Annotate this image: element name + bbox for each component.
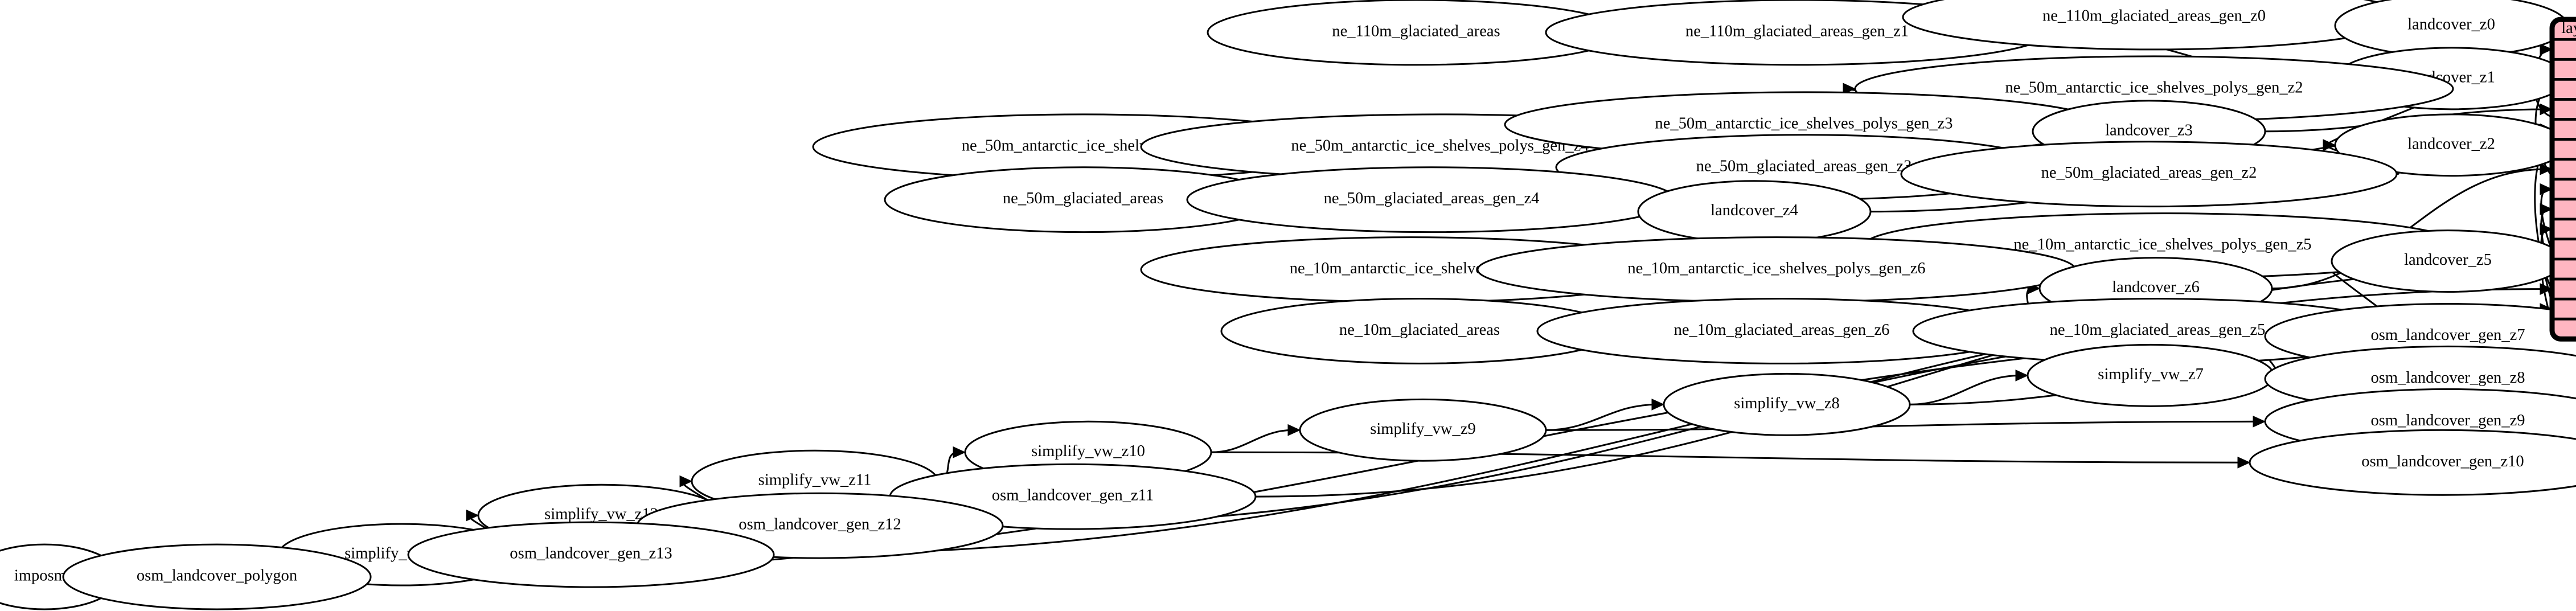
node-label: osm_landcover_gen_z12 — [739, 516, 901, 534]
node-label: ne_10m_glaciated_areas_gen_z5 — [2050, 321, 2266, 339]
graph-node-ne_110m_glaciated_areas[interactable]: ne_110m_glaciated_areas — [1208, 0, 1625, 65]
graph-node-ne_50m_glaciated_areas[interactable]: ne_50m_glaciated_areas — [885, 167, 1281, 232]
node-label: osm_landcover_gen_z8 — [2370, 369, 2525, 387]
edge-arrowhead — [2540, 164, 2552, 175]
node-label: osm_landcover_gen_z13 — [510, 545, 672, 563]
node-label: osm_landcover_gen_z11 — [992, 487, 1154, 505]
edge-simplify_vw_z8-to-simplify_vw_z7 — [1910, 375, 2021, 404]
graph-node-simplify_vw_z9[interactable]: simplify_vw_z9 — [1300, 399, 1546, 461]
graph-node-simplify_vw_z7[interactable]: simplify_vw_z7 — [2028, 345, 2274, 406]
edge-arrowhead — [2238, 457, 2250, 468]
node-label: ne_50m_glaciated_areas — [1003, 190, 1163, 207]
graph-node-osm_landcover_gen_z13[interactable]: osm_landcover_gen_z13 — [408, 522, 774, 587]
node-label: ne_110m_glaciated_areas_gen_z1 — [1685, 23, 1909, 40]
node-label: landcover_z0 — [2407, 16, 2495, 34]
node-label: ne_50m_glaciated_areas_gen_z2 — [2041, 164, 2257, 182]
node-label: simplify_vw_z10 — [1031, 442, 1145, 460]
node-shape — [1901, 142, 2397, 207]
edge-arrowhead — [2016, 370, 2028, 381]
edge-simplify_vw_z10-to-simplify_vw_z9 — [1211, 430, 1293, 452]
edge-simplify_vw_z9-to-osm_landcover_gen_z9 — [1546, 421, 2258, 430]
edge-arrowhead — [1652, 399, 1664, 410]
node-shape — [1300, 399, 1546, 461]
edge-arrowhead — [680, 476, 692, 487]
node-label: landcover_z6 — [2112, 278, 2200, 296]
node-label: ne_110m_glaciated_areas — [1332, 23, 1500, 40]
node-shape — [63, 544, 371, 609]
layer-landcover-table: layer_landcoverz0z1z2z3z4z5z6z7z8z9z10z1… — [2549, 17, 2576, 342]
node-label: landcover_z5 — [2404, 251, 2492, 269]
node-label: landcover_z3 — [2105, 121, 2193, 139]
layer-landcover-header: layer_landcover — [2561, 19, 2576, 37]
graph-node-ne_10m_glaciated_areas_gen_z6[interactable]: ne_10m_glaciated_areas_gen_z6 — [1537, 299, 2026, 364]
edge-arrowhead — [2540, 204, 2552, 215]
edge-arrowhead — [2540, 184, 2552, 195]
node-label: ne_50m_glaciated_areas_gen_z4 — [1324, 190, 1540, 207]
edge-arrowhead — [1843, 83, 1855, 94]
edge-arrowhead — [2540, 104, 2552, 114]
node-label: simplify_vw_z11 — [758, 471, 872, 489]
edge-simplify_vw_z9-to-simplify_vw_z8 — [1546, 404, 1657, 430]
node-label: landcover_z2 — [2407, 135, 2495, 153]
node-label: ne_10m_glaciated_areas — [1339, 321, 1500, 339]
edge-arrowhead — [1288, 425, 1300, 436]
graph-node-ne_50m_glaciated_areas_gen_z4[interactable]: ne_50m_glaciated_areas_gen_z4 — [1187, 167, 1676, 232]
edge-arrowhead — [2253, 416, 2265, 427]
node-label: simplify_vw_z9 — [1370, 420, 1476, 438]
edge-arrowhead — [466, 510, 478, 521]
node-label: osm_landcover_gen_z7 — [2370, 326, 2525, 344]
node-label: ne_10m_antarctic_ice_shelves_polys_gen_z… — [1627, 260, 1925, 277]
node-label: ne_10m_antarctic_ice_shelves_polys_gen_z… — [2013, 236, 2311, 253]
node-label: landcover_z4 — [1711, 202, 1798, 219]
node-shape — [2250, 430, 2576, 495]
node-label: ne_10m_glaciated_areas_gen_z6 — [1674, 321, 1890, 339]
edge-arrowhead — [2540, 44, 2552, 55]
graph-node-landcover_z5[interactable]: landcover_z5 — [2332, 231, 2564, 292]
edge-arrowhead — [953, 447, 965, 458]
node-label: ne_50m_antarctic_ice_shelves_polys_gen_z… — [2005, 79, 2303, 96]
node-shape — [1664, 374, 1910, 435]
graph-node-ne_50m_glaciated_areas_gen_z2[interactable]: ne_50m_glaciated_areas_gen_z2 — [1901, 142, 2397, 207]
graph-node-osm_landcover_polygon[interactable]: osm_landcover_polygon — [63, 544, 371, 609]
node-label: ne_50m_antarctic_ice_shelves_polys_gen_z… — [1655, 114, 1952, 132]
node-label: ne_50m_glaciated_areas_gen_z3 — [1696, 157, 1912, 175]
edge-osm_landcover_gen_z9-to-layer_landcover-z9 — [2541, 229, 2576, 460]
edge-osm_landcover_gen_z11-to-layer_landcover-z11 — [1256, 269, 2545, 497]
node-label: osm_landcover_polygon — [137, 567, 297, 585]
graph-node-simplify_vw_z8[interactable]: simplify_vw_z8 — [1664, 374, 1910, 435]
graph-node-osm_landcover_gen_z10[interactable]: osm_landcover_gen_z10 — [2250, 430, 2576, 495]
node-label: osm_landcover_gen_z10 — [2361, 453, 2524, 470]
node-label: simplify_vw_z8 — [1734, 395, 1840, 412]
node-shape — [408, 522, 774, 587]
node-label: ne_110m_glaciated_areas_gen_z0 — [2042, 7, 2266, 25]
node-label: osm_landcover_gen_z9 — [2370, 412, 2525, 429]
graph-node-landcover_z4[interactable]: landcover_z4 — [1638, 181, 1871, 243]
graph-node-ne_10m_antarctic_ice_shelves_polys_gen_z6[interactable]: ne_10m_antarctic_ice_shelves_polys_gen_z… — [1478, 237, 2075, 302]
node-label: simplify_vw_z7 — [2098, 366, 2204, 383]
